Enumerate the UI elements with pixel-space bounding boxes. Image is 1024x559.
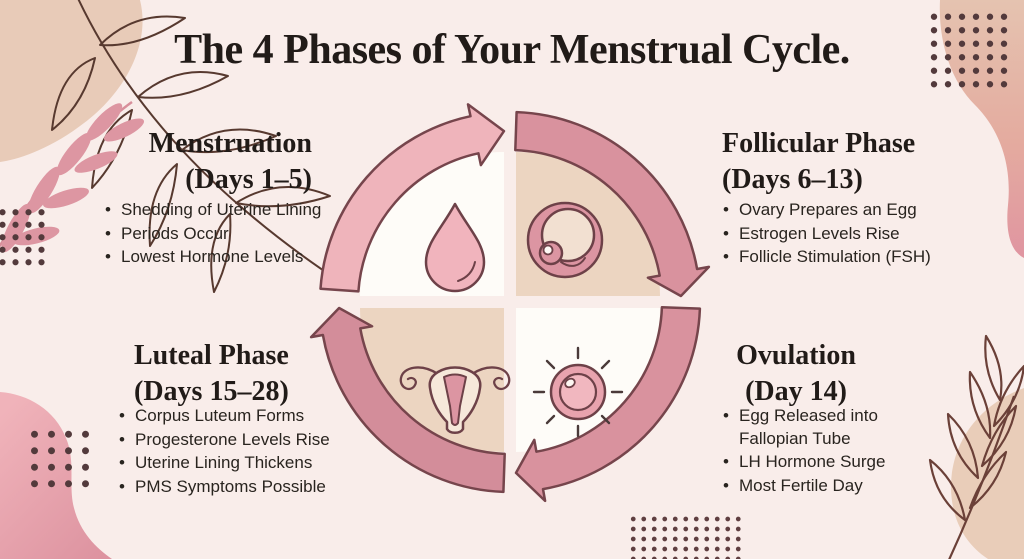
- cycle-diagram: [309, 103, 711, 503]
- bullet-item: Follicle Stimulation (FSH): [722, 246, 967, 269]
- bullet-item: Estrogen Levels Rise: [722, 223, 967, 246]
- phase-days: (Day 14): [745, 375, 847, 407]
- phase-luteal-heading: Luteal Phase (Days 15–28): [134, 338, 394, 409]
- bullet-item: Egg Released into Fallopian Tube: [722, 405, 902, 450]
- egg-sunburst-icon: [532, 346, 624, 438]
- bottom-right-leaf-branch-icon: [928, 334, 1024, 559]
- bullet-item: Corpus Luteum Forms: [118, 405, 363, 428]
- bullet-item: Progesterone Levels Rise: [118, 429, 363, 452]
- phase-name: Menstruation: [148, 128, 312, 159]
- top-right-dots-pattern: [927, 10, 1011, 90]
- phase-follicular-bullets: Ovary Prepares an Egg Estrogen Levels Ri…: [722, 199, 967, 270]
- page-title: The 4 Phases of Your Menstrual Cycle.: [174, 27, 850, 73]
- bullet-item: Uterine Lining Thickens: [118, 452, 363, 475]
- bottom-right-blob: [951, 388, 1024, 559]
- phase-menstruation-heading: Menstruation (Days 1–5): [60, 126, 312, 197]
- bullet-item: Periods Occur: [104, 223, 339, 246]
- left-edge-dots-pattern: [0, 206, 48, 268]
- bullet-item: Ovary Prepares an Egg: [722, 199, 967, 222]
- bullet-item: LH Hormone Surge: [722, 451, 902, 474]
- bullet-item: Most Fertile Day: [722, 475, 902, 498]
- uterus-icon: [399, 366, 511, 434]
- follicle-egg-icon: [526, 201, 604, 279]
- bullet-item: Lowest Hormone Levels: [104, 246, 339, 269]
- phase-ovulation-heading: Ovulation (Day 14): [710, 338, 882, 409]
- droplet-icon: [424, 202, 486, 293]
- phase-ovulation-bullets: Egg Released into Fallopian Tube LH Horm…: [722, 405, 902, 498]
- phase-days: (Days 1–5): [185, 163, 312, 195]
- phase-days: (Days 6–13): [722, 163, 863, 195]
- phase-name: Luteal Phase: [134, 340, 289, 371]
- phase-luteal-bullets: Corpus Luteum Forms Progesterone Levels …: [118, 405, 363, 499]
- cycle-quadrants: [360, 152, 660, 452]
- cycle-arrow-top-right: [514, 110, 711, 298]
- bullet-item: PMS Symptoms Possible: [118, 476, 363, 499]
- phase-name: Follicular Phase: [722, 128, 916, 159]
- phase-menstruation-bullets: Shedding of Uterine Lining Periods Occur…: [104, 199, 339, 270]
- bottom-left-dots-pattern: [26, 426, 92, 492]
- cycle-arrow-bottom-right: [514, 306, 702, 503]
- bullet-item: Shedding of Uterine Lining: [104, 199, 339, 222]
- phase-name: Ovulation: [736, 340, 856, 371]
- bottom-middle-dots-pattern: [628, 514, 742, 559]
- phase-days: (Days 15–28): [134, 375, 289, 407]
- cycle-arrow-top-left: [319, 103, 506, 293]
- phase-follicular-heading: Follicular Phase (Days 6–13): [722, 126, 992, 197]
